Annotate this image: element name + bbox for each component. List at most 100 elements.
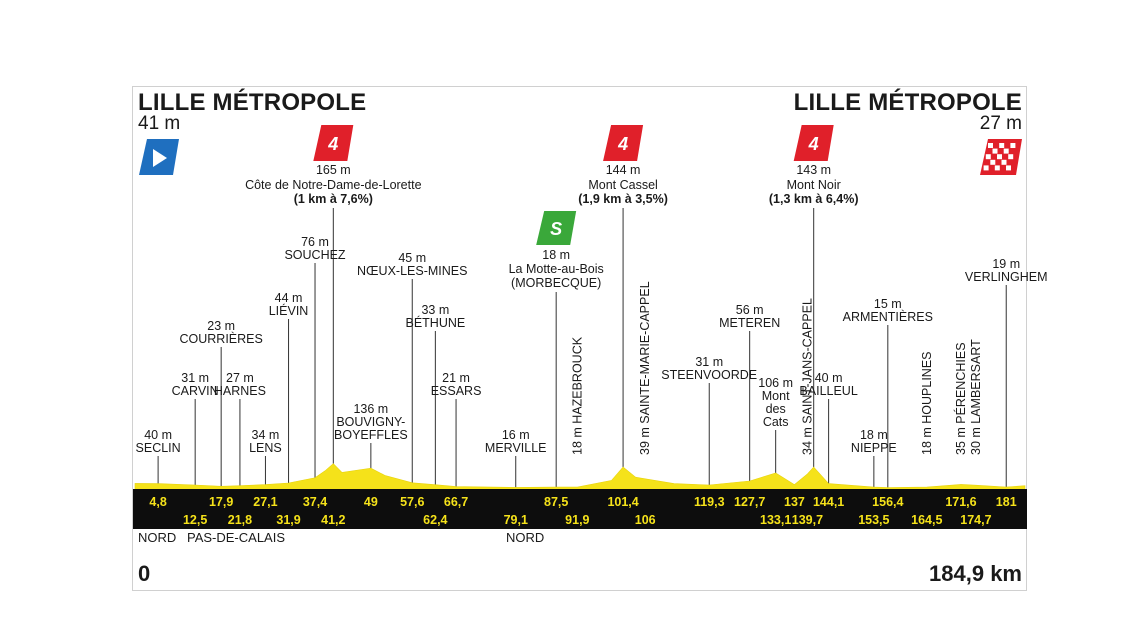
km-marker-bottom: 106: [635, 513, 656, 527]
climb-badge: [793, 125, 834, 161]
climb-category: 4: [808, 134, 819, 154]
km-marker-bottom: 153,5: [858, 513, 889, 527]
climb-altitude: 143 m: [796, 163, 831, 177]
climb-category-icon: 4: [603, 125, 644, 161]
km-marker-top: 4,8: [149, 495, 166, 509]
place-name: LIÉVIN: [269, 303, 309, 318]
km-marker-top: 144,1: [813, 495, 844, 509]
place-name: SOUCHEZ: [284, 248, 345, 262]
checker-square: [983, 165, 989, 171]
finish-flag-icon: [980, 139, 1022, 175]
place-name: NŒUX-LES-MINES: [357, 264, 467, 278]
km-marker-top: 27,1: [253, 495, 277, 509]
place-altitude: 45 m: [398, 251, 426, 265]
place-name: BOUVIGNY-: [336, 415, 405, 429]
place-altitude: 44 m: [275, 291, 303, 305]
place-name: BAILLEUL: [799, 384, 857, 398]
department-label: NORD: [506, 530, 545, 545]
start-flag-icon: [139, 139, 179, 175]
vertical-place-label: 35 m PÉRENCHIES: [953, 342, 968, 455]
place-altitude: 27 m: [226, 371, 254, 385]
checker-square: [985, 154, 991, 160]
sprint-icon: S: [536, 211, 577, 245]
checker-square: [990, 159, 996, 165]
km-marker-top: 66,7: [444, 495, 468, 509]
start-km: 0: [138, 561, 151, 586]
checker-square: [999, 143, 1005, 148]
vertical-place-label: 34 m SAINT-JANS-CAPPEL: [800, 298, 814, 455]
checker-square: [1001, 159, 1007, 165]
checker-square: [1010, 143, 1016, 148]
km-marker-bottom: 133,1: [760, 513, 791, 527]
place-name: CARVIN: [172, 384, 219, 398]
place-name: NIEPPE: [851, 441, 897, 455]
km-marker-top: 156,4: [872, 495, 903, 509]
sprint-symbol: S: [550, 219, 562, 239]
place-name: COURRIÈRES: [179, 331, 262, 346]
place-name: VERLINGHEM: [965, 270, 1048, 284]
place-name: BOYEFFLES: [334, 428, 408, 442]
climb-name: Côte de Notre-Dame-de-Lorette: [245, 178, 422, 192]
place-name: STEENVOORDE: [661, 368, 757, 382]
climb-category-icon: 4: [313, 125, 354, 161]
vertical-place-label: 30 m LAMBERSART: [969, 339, 983, 455]
play-icon: [153, 149, 167, 167]
km-marker-bottom: 62,4: [423, 513, 447, 527]
place-name: MERVILLE: [485, 441, 547, 455]
checker-square: [1006, 165, 1011, 171]
department-label: NORD: [138, 530, 177, 545]
place-name: METEREN: [719, 316, 780, 330]
km-marker-top: 87,5: [544, 495, 568, 509]
place-name: ARMENTIÈRES: [843, 309, 933, 324]
finish-city: LILLE MÉTROPOLE: [793, 89, 1022, 116]
place-altitude: 31 m: [695, 355, 723, 369]
place-altitude: 106 m: [758, 376, 793, 390]
place-altitude: 34 m: [252, 428, 280, 442]
place-altitude: 16 m: [502, 428, 530, 442]
km-marker-top: 171,6: [945, 495, 976, 509]
place-altitude: 40 m: [815, 371, 843, 385]
checker-square: [1008, 154, 1014, 160]
checker-square: [1003, 148, 1009, 154]
place-name: Mont: [762, 389, 790, 403]
finish-altitude: 27 m: [979, 113, 1022, 134]
climb-category: 4: [327, 134, 338, 154]
checker-square: [988, 143, 993, 148]
km-marker-bottom: 79,1: [504, 513, 528, 527]
km-marker-top: 137: [784, 495, 805, 509]
place-name: ESSARS: [431, 384, 482, 398]
sprint-detail: (MORBECQUE): [511, 276, 601, 290]
km-marker-top: 17,9: [209, 495, 233, 509]
km-marker-top: 127,7: [734, 495, 765, 509]
place-altitude: 76 m: [301, 235, 329, 249]
sprint-badge: [536, 211, 577, 245]
place-altitude: 23 m: [207, 319, 235, 333]
climb-detail: (1,3 km à 6,4%): [769, 192, 859, 206]
checker-square: [997, 154, 1002, 160]
km-marker-bottom: 91,9: [565, 513, 589, 527]
km-marker-bottom: 41,2: [321, 513, 345, 527]
place-name: HARNES: [214, 384, 266, 398]
checker-square: [992, 148, 998, 154]
place-altitude: 136 m: [353, 402, 388, 416]
climb-altitude: 165 m: [316, 163, 351, 177]
km-marker-bottom: 21,8: [228, 513, 252, 527]
climb-category: 4: [617, 134, 628, 154]
sprint-name: La Motte-au-Bois: [509, 262, 604, 276]
checker-square: [994, 165, 1000, 171]
place-name: BÉTHUNE: [405, 315, 465, 330]
km-marker-top: 57,6: [400, 495, 424, 509]
place-name: Cats: [763, 415, 789, 429]
place-altitude: 19 m: [992, 257, 1020, 271]
vertical-place-label: 18 m HAZEBROUCK: [570, 336, 584, 455]
climb-name: Mont Cassel: [588, 178, 657, 192]
km-marker-bottom: 12,5: [183, 513, 207, 527]
place-altitude: 31 m: [181, 371, 209, 385]
km-marker-top: 49: [364, 495, 378, 509]
place-altitude: 18 m: [860, 428, 888, 442]
place-altitude: 33 m: [421, 303, 449, 317]
km-marker-bottom: 31,9: [276, 513, 300, 527]
climb-name: Mont Noir: [787, 178, 841, 192]
place-altitude: 21 m: [442, 371, 470, 385]
